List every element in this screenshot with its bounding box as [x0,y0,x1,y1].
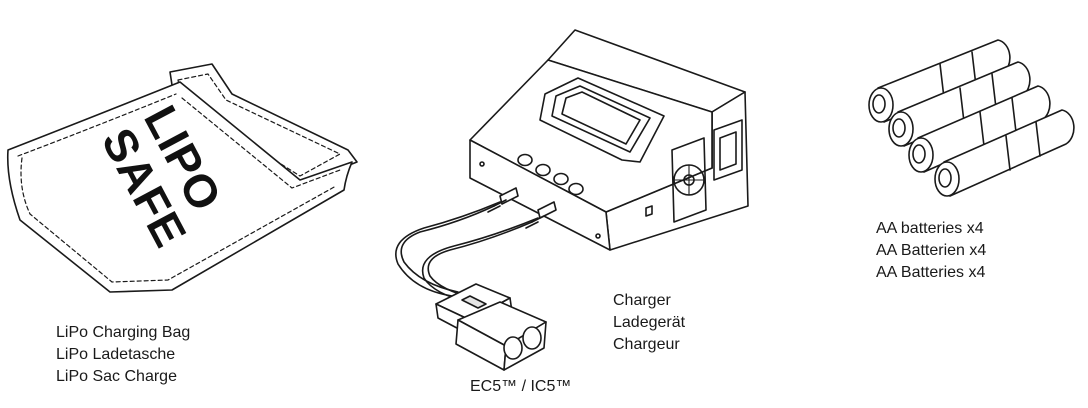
caption-de: AA Batterien x4 [876,242,987,259]
caption-de: Ladegerät [613,314,686,331]
batteries-caption: AA batteries x4 AA Batterien x4 AA Batte… [876,218,986,284]
caption-de: LiPo Ladetasche [56,346,176,363]
caption-en: Charger [613,292,671,309]
aa-battery-icon [868,39,1075,197]
caption-fr: LiPo Sac Charge [56,368,177,385]
caption-fr: Chargeur [613,336,680,353]
caption-en: LiPo Charging Bag [56,324,191,341]
caption-en: AA batteries x4 [876,220,984,237]
lipo-bag-caption: LiPo Charging Bag LiPo Ladetasche LiPo S… [56,322,190,388]
connector-caption: EC5™ / IC5™ [470,378,572,395]
caption-fr: AA Batteries x4 [876,264,986,281]
lipo-bag-icon: LIPO SAFE [6,63,358,293]
charger-icon [395,29,749,303]
ec5-connector-icon [435,283,547,371]
charger-caption: Charger Ladegerät Chargeur [613,290,685,356]
